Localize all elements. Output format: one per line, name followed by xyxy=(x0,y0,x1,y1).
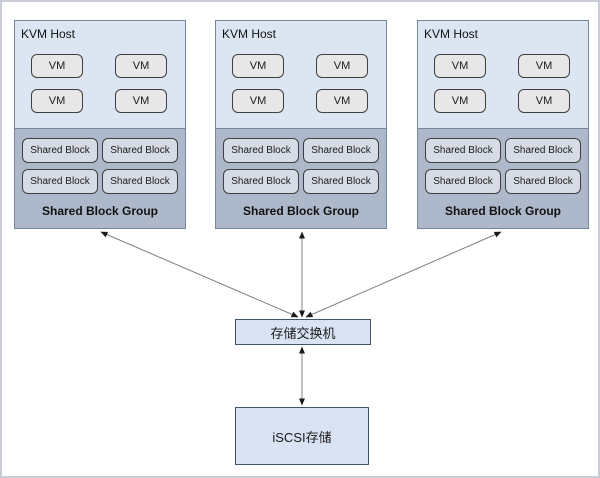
vm-box: VM xyxy=(434,54,486,78)
shared-block-box: Shared Block xyxy=(303,169,379,194)
vm-box: VM xyxy=(31,89,83,113)
shared-block-group-label: Shared Block Group xyxy=(41,204,159,218)
vm-grid: VM VM VM VM xyxy=(15,41,185,113)
vm-box: VM xyxy=(316,89,368,113)
shared-block-box: Shared Block xyxy=(425,138,501,163)
vm-box: VM xyxy=(316,54,368,78)
shared-block-box: Shared Block xyxy=(22,169,98,194)
vm-box: VM xyxy=(232,89,284,113)
kvm-host-card-1: KVM Host VM VM VM VM Shared Block Shared… xyxy=(14,20,186,229)
shared-block-box: Shared Block xyxy=(505,169,581,194)
arrow-host1-switch xyxy=(100,231,299,318)
kvm-host-title: KVM Host xyxy=(222,27,277,41)
shared-block-group-label: Shared Block Group xyxy=(242,204,360,218)
vm-box: VM xyxy=(434,89,486,113)
shared-block-group-2: Shared Block Shared Block Shared Block S… xyxy=(216,129,386,228)
vm-grid: VM VM VM VM xyxy=(216,41,386,113)
shared-block-grid: Shared Block Shared Block Shared Block S… xyxy=(15,129,185,194)
shared-block-grid: Shared Block Shared Block Shared Block S… xyxy=(418,129,588,194)
kvm-host-title: KVM Host xyxy=(424,27,479,41)
vm-box: VM xyxy=(115,89,167,113)
kvm-host-title: KVM Host xyxy=(21,27,76,41)
shared-block-box: Shared Block xyxy=(425,169,501,194)
vm-box: VM xyxy=(115,54,167,78)
kvm-host-card-2: KVM Host VM VM VM VM Shared Block Shared… xyxy=(215,20,387,229)
shared-block-grid: Shared Block Shared Block Shared Block S… xyxy=(216,129,386,194)
vm-grid: VM VM VM VM xyxy=(418,41,588,113)
shared-block-box: Shared Block xyxy=(22,138,98,163)
kvm-host-1-vm-area: KVM Host VM VM VM VM xyxy=(15,21,185,129)
shared-block-box: Shared Block xyxy=(223,138,299,163)
vm-box: VM xyxy=(518,54,570,78)
vm-box: VM xyxy=(518,89,570,113)
vm-box: VM xyxy=(232,54,284,78)
shared-block-box: Shared Block xyxy=(102,138,178,163)
shared-block-box: Shared Block xyxy=(223,169,299,194)
shared-block-box: Shared Block xyxy=(303,138,379,163)
kvm-host-3-vm-area: KVM Host VM VM VM VM xyxy=(418,21,588,129)
shared-block-group-label: Shared Block Group xyxy=(444,204,562,218)
arrow-host3-switch xyxy=(305,231,502,318)
shared-block-box: Shared Block xyxy=(102,169,178,194)
vm-box: VM xyxy=(31,54,83,78)
shared-block-box: Shared Block xyxy=(505,138,581,163)
kvm-host-card-3: KVM Host VM VM VM VM Shared Block Shared… xyxy=(417,20,589,229)
storage-switch-node: 存储交换机 xyxy=(235,319,371,345)
iscsi-storage-node: iSCSI存储 xyxy=(235,407,369,465)
shared-block-group-1: Shared Block Shared Block Shared Block S… xyxy=(15,129,185,228)
shared-block-group-3: Shared Block Shared Block Shared Block S… xyxy=(418,129,588,228)
kvm-host-2-vm-area: KVM Host VM VM VM VM xyxy=(216,21,386,129)
